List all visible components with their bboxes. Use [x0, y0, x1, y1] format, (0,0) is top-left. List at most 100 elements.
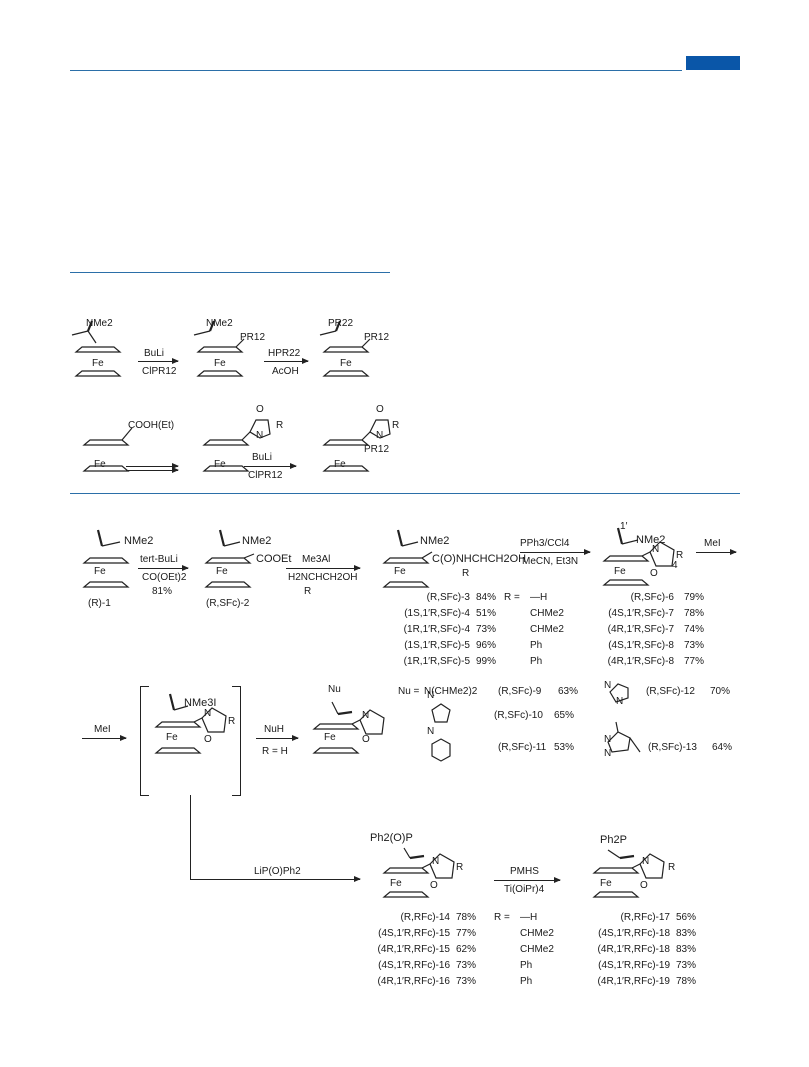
scheme-divider [70, 493, 740, 494]
compound-2-label: (R,SFc)-2 [206, 598, 250, 609]
c1-amine: NMe2 [124, 535, 154, 547]
c14-R: R [456, 862, 464, 873]
c3-fe: Fe [394, 566, 406, 577]
c6-oxygen: O [650, 568, 658, 579]
phosphine-label: (4R,1′R,RFc)-18 [597, 944, 670, 955]
c17-R: R [668, 862, 676, 873]
arrow-b2 [244, 463, 297, 469]
step7-reagent: PMHS [510, 866, 539, 877]
b2-R: R [276, 420, 284, 431]
nu-fe: Fe [324, 732, 336, 743]
phosphine-label: (R,RFc)-17 [620, 912, 670, 923]
ammonium-salt-structure [154, 693, 227, 754]
phosphine-oxide-label: (4S,1′R,RFc)-16 [378, 960, 450, 971]
compound-10-label: (R,SFc)-10 [494, 710, 543, 721]
c1-fe: Fe [94, 566, 106, 577]
pyrazole-icon [609, 683, 629, 703]
compound-9-yield: 63% [558, 686, 579, 697]
compound-11-yield: 53% [554, 742, 575, 753]
phosphine-oxide-label: (4S,1′R,RFc)-15 [378, 928, 450, 939]
phosphine-oxide-yield: 73% [456, 960, 477, 971]
step6-reagent: LiP(O)Ph2 [254, 866, 301, 877]
nu-nitrogen: N [362, 710, 370, 721]
b3-oxygen: O [376, 404, 384, 415]
oxazoline-yield: 73% [684, 640, 705, 651]
phosphine-oxide-yield: 77% [456, 928, 477, 939]
phosphine-label: (4R,1′R,RFc)-19 [597, 976, 670, 987]
c6-nitrogen: N [652, 544, 660, 555]
step1-yield: 81% [152, 586, 173, 597]
r-group: CHMe2 [520, 944, 554, 955]
b2-nitrogen: N [256, 430, 264, 441]
b1-substituent: COOH(Et) [128, 420, 175, 431]
piperidine-icon [431, 738, 451, 762]
r-group: CHMe2 [530, 608, 564, 619]
dimethylpyrazole-icon [607, 721, 641, 753]
pyrazole-nitrogen-1: N [604, 680, 612, 691]
a1-fe: Fe [92, 358, 104, 369]
compound-11-label: (R,SFc)-11 [498, 742, 547, 753]
pyrrolidine-nitrogen: N [427, 690, 435, 701]
r-group-column: —H CHMe2 CHMe2 Ph Ph [530, 590, 590, 670]
r-group: CHMe2 [520, 928, 554, 939]
amide-yield: 51% [476, 608, 497, 619]
amide-yield: 84% [476, 592, 497, 603]
header-block [686, 56, 740, 70]
c2-ester: COOEt [256, 553, 292, 565]
r-group: CHMe2 [530, 624, 564, 635]
c2-amine: NMe2 [242, 535, 272, 547]
c14-fe: Fe [390, 878, 402, 889]
piperidine-nitrogen: N [427, 726, 435, 737]
phosphine-yield: 73% [676, 960, 697, 971]
oxazoline-label: (4R,1′R,SFc)-7 [607, 624, 674, 635]
dmp-nitrogen-2: N [604, 748, 612, 759]
arrow-b2-top: BuLi [252, 452, 273, 463]
phosphine-yield: 83% [676, 944, 697, 955]
b2-oxygen: O [256, 404, 264, 415]
ferrocene-structure-a3 [319, 320, 371, 377]
bracket-right [232, 686, 241, 796]
row2-MeI: MeI [94, 724, 111, 735]
r-equals: R = [504, 592, 520, 603]
amide-yield: 99% [476, 656, 497, 667]
phosphine-oxide-label: (R,RFc)-14 [400, 912, 450, 923]
b3-nitrogen: N [376, 430, 384, 441]
phosphine-oxide-label: (4R,1′R,RFc)-16 [377, 976, 450, 987]
nu-product-structure [312, 701, 385, 754]
arrow-a1-top: BuLi [144, 348, 165, 359]
ferrocene-structure-c2 [204, 529, 255, 588]
c6-amine: NMe2 [636, 534, 666, 546]
arrow-a2 [264, 358, 309, 364]
arrow-reduction [494, 877, 561, 883]
arrow-a2-top: HPR22 [268, 348, 301, 359]
ferrocene-structure-a1 [71, 320, 122, 377]
c17-nitrogen: N [642, 856, 650, 867]
step3-reagent: PPh3/CCl4 [520, 538, 570, 549]
r-group: —H [530, 592, 548, 603]
ferrocene-structure-c1 [82, 529, 130, 588]
c17-oxygen: O [640, 880, 648, 891]
phosphine-yield: 83% [676, 928, 697, 939]
step2-reagent: Me3Al [302, 554, 331, 565]
amide-yield: 73% [476, 624, 497, 635]
c3-amine: NMe2 [420, 535, 450, 547]
step5-condition: R = H [262, 746, 288, 757]
c14-oxygen: O [430, 880, 438, 891]
oxazoline-label: (4S,1′R,SFc)-7 [608, 608, 674, 619]
compound-12-yield: 70% [710, 686, 731, 697]
phosphine-oxide-yield: 62% [456, 944, 477, 955]
c2-fe: Fe [216, 566, 228, 577]
arrow-b1a [126, 463, 179, 469]
arrow-b2-bottom: ClPR12 [248, 470, 283, 481]
amide-label: (1S,1′R,SFc)-4 [404, 608, 470, 619]
amide-label-column: (R,SFc)-3 (1S,1′R,SFc)-4 (1R,1′R,SFc)-4 … [372, 590, 470, 670]
phosphine-yield: 56% [676, 912, 697, 923]
bracket-left [140, 686, 149, 796]
ferrocene-structure-b1 [82, 427, 133, 472]
a2-fe: Fe [214, 358, 226, 369]
r-group-column-2: —H CHMe2 CHMe2 Ph Ph [520, 910, 580, 990]
a3-phosphine-1: PR12 [364, 332, 390, 343]
header-rule [70, 70, 682, 71]
oxazoline-yield: 78% [684, 608, 705, 619]
r-group: Ph [520, 960, 533, 971]
